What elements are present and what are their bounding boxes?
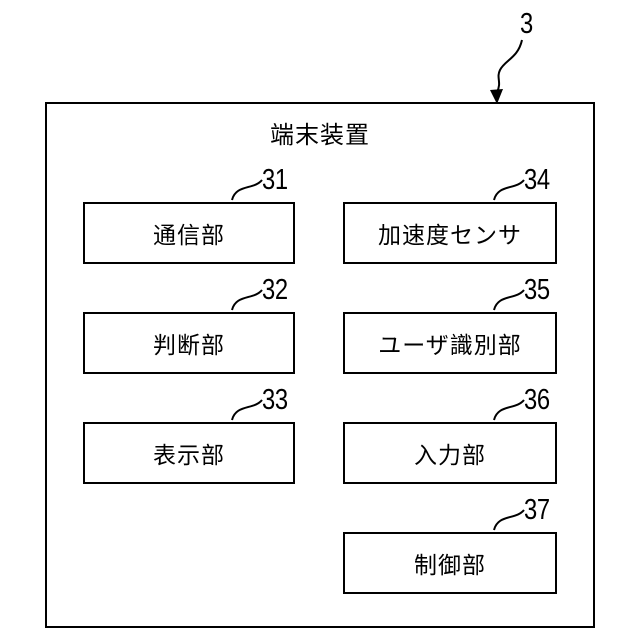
unit-ref-37: 37: [524, 496, 550, 525]
unit-ref-35: 35: [524, 276, 550, 305]
display-unit-box: 表示部: [83, 422, 295, 484]
unit-ref-36: 36: [524, 386, 550, 415]
terminal-device-title: 端末装置: [45, 120, 595, 150]
control-unit-label: 制御部: [414, 546, 486, 580]
communication-unit-box: 通信部: [83, 202, 295, 264]
unit-ref-31: 31: [262, 166, 288, 195]
communication-unit-label: 通信部: [153, 216, 225, 250]
display-unit-label: 表示部: [153, 436, 225, 470]
unit-ref-34: 34: [524, 166, 550, 195]
control-unit-box: 制御部: [343, 532, 557, 594]
input-unit-label: 入力部: [414, 436, 486, 470]
device-ref-number: 3: [520, 10, 533, 39]
unit-ref-33: 33: [262, 386, 288, 415]
unit-ref-32: 32: [262, 276, 288, 305]
acceleration-sensor-box: 加速度センサ: [343, 202, 557, 264]
judgment-unit-box: 判断部: [83, 312, 295, 374]
user-identification-unit-box: ユーザ識別部: [343, 312, 557, 374]
judgment-unit-label: 判断部: [153, 326, 225, 360]
acceleration-sensor-label: 加速度センサ: [378, 216, 522, 250]
input-unit-box: 入力部: [343, 422, 557, 484]
device-leader-arrow: [497, 40, 522, 92]
user-identification-unit-label: ユーザ識別部: [378, 326, 522, 360]
